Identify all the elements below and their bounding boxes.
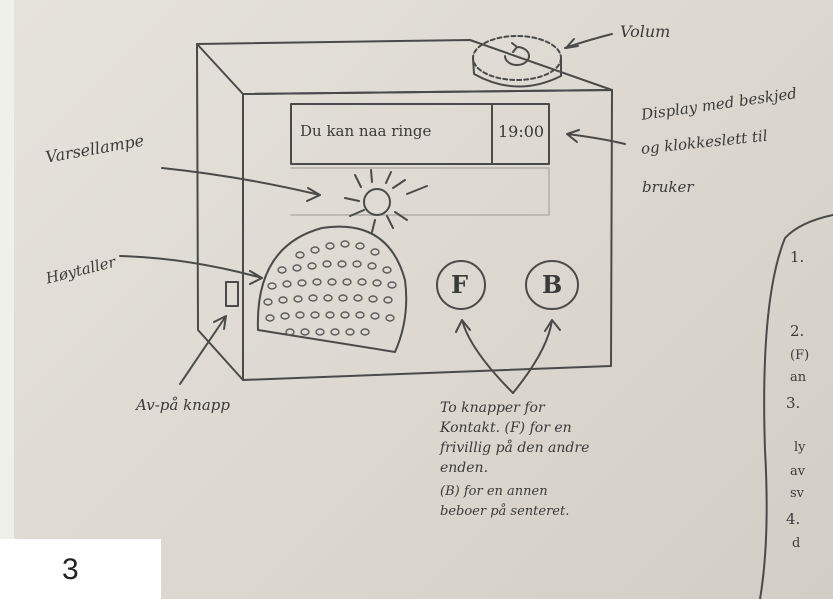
side-item: 4.	[786, 510, 801, 528]
volume-knob	[472, 35, 562, 81]
label-knapper-1: To knapper for	[440, 400, 545, 416]
volume-knob-side	[472, 57, 562, 88]
label-knapper-3: frivillig på den andre	[440, 440, 590, 456]
speaker-holes	[263, 240, 397, 336]
page-number: 3	[62, 553, 79, 586]
label-knapper-4: enden.	[440, 460, 489, 476]
display-message: Du kan naa ringe	[300, 122, 432, 140]
box-left-face	[196, 43, 244, 381]
side-item: ly	[794, 440, 806, 455]
warning-lamp	[363, 188, 391, 216]
label-display-3: bruker	[642, 178, 694, 196]
page-number-card: 3	[0, 539, 161, 599]
side-item: an	[790, 370, 807, 385]
label-volum: Volum	[620, 22, 671, 41]
display-ghost	[290, 167, 550, 216]
box-front-face	[242, 89, 613, 381]
button-b	[525, 260, 579, 310]
button-f	[436, 260, 486, 310]
arrow-button-f	[455, 319, 514, 394]
button-b-label: B	[542, 270, 563, 299]
box-top-face	[196, 39, 613, 95]
arrow-av-pa	[179, 315, 227, 385]
side-item: 2.	[790, 322, 805, 340]
speaker	[256, 225, 408, 353]
label-knapper-6: beboer på senteret.	[440, 504, 570, 519]
display-clock: 19:00	[498, 122, 545, 141]
side-item: sv	[790, 486, 805, 501]
display-screen	[290, 103, 550, 165]
arrow-varsellampe	[161, 167, 321, 202]
power-switch	[225, 281, 239, 307]
button-f-label: F	[451, 270, 469, 299]
label-knapper-5: (B) for en annen	[440, 484, 548, 499]
lamp-rays	[344, 169, 428, 233]
label-av-pa: Av-på knapp	[136, 396, 230, 414]
side-item: 3.	[786, 394, 801, 412]
arrow-display	[566, 129, 626, 145]
paper-background	[14, 0, 833, 599]
side-item: (F)	[790, 348, 810, 363]
side-item: 1.	[790, 248, 805, 266]
side-list-shape	[759, 214, 833, 599]
arrow-button-b	[512, 319, 561, 394]
side-item: d	[792, 536, 801, 551]
rotate-icon	[504, 42, 530, 66]
arrow-volum	[564, 33, 613, 49]
label-knapper-2: Kontakt. (F) for en	[440, 420, 572, 436]
arrow-hoytaller	[119, 255, 263, 285]
side-item: av	[790, 464, 806, 479]
